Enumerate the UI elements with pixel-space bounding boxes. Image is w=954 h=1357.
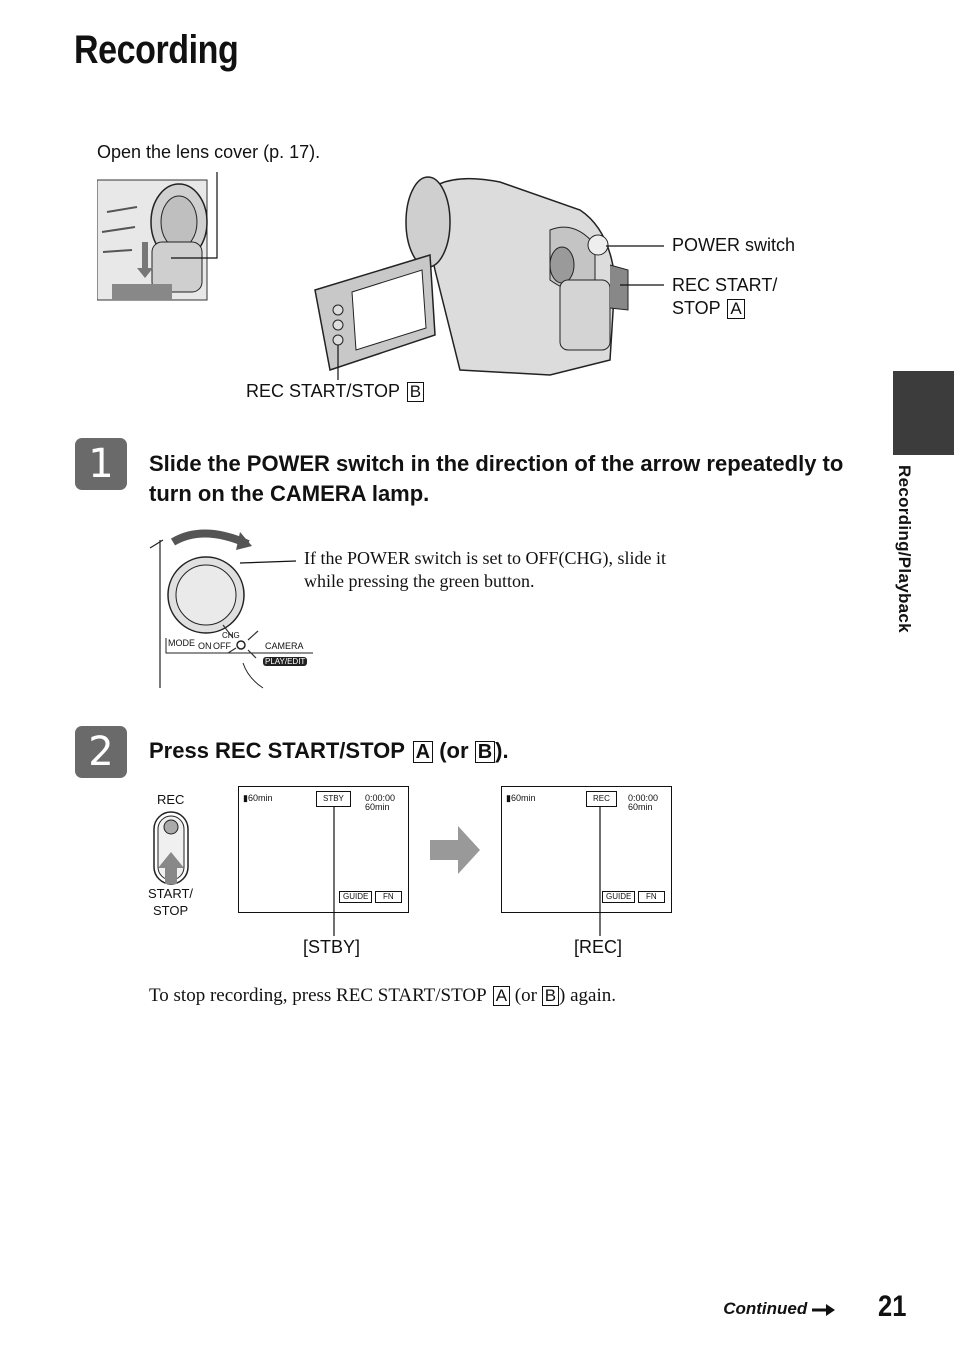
arrow-right-icon [812, 1303, 835, 1316]
callout-rec-start-stop-a-line2: STOP A [672, 298, 745, 319]
step-1-number: 1 [75, 438, 127, 490]
callout-rec-start-stop-a-line1: REC START/ [672, 275, 778, 295]
tape-remaining: 60min [365, 802, 390, 812]
callout-rec-start-stop-b: REC START/STOP B [246, 381, 425, 402]
guide-button[interactable]: GUIDE [602, 891, 636, 903]
fn-button[interactable]: FN [375, 891, 402, 903]
power-note-line1: If the POWER switch is set to OFF(CHG), … [304, 548, 666, 568]
dial-label-on: ON [198, 641, 212, 651]
lcd-screen-recording: ▮60min REC 0:00:00 60min GUIDE FN [501, 786, 672, 913]
dial-label-play-edit: PLAY/EDIT [263, 657, 308, 666]
rec-button-label-bottom-line1: START/ [148, 886, 194, 901]
status-indicator: STBY [316, 791, 351, 807]
step-1-text: Slide the POWER switch in the direction … [149, 451, 844, 506]
section-tab-label: Recording/Playback [895, 465, 914, 633]
arrow-right-icon [430, 826, 480, 874]
rec-button-icon [153, 811, 189, 885]
page-number: 21 [877, 1290, 906, 1323]
section-tab [893, 371, 954, 455]
continued-link[interactable]: Continued [723, 1299, 836, 1319]
tape-remaining: 60min [628, 802, 653, 812]
rec-button-label-bottom-line2: STOP [153, 903, 189, 918]
caption-recording: [REC] [574, 937, 623, 957]
lcd-screen-standby: ▮60min STBY 0:00:00 60min GUIDE FN [238, 786, 409, 913]
rec-button-label-top: REC [157, 792, 185, 807]
dial-label-camera: CAMERA [265, 641, 304, 651]
guide-button[interactable]: GUIDE [339, 891, 373, 903]
power-note-line2: while pressing the green button. [304, 571, 535, 591]
dial-label-mode: MODE [168, 638, 195, 648]
rec-callout-line [599, 806, 601, 936]
lens-cover-illustration [97, 172, 218, 301]
time-counter: 0:00:00 [365, 793, 396, 803]
stby-callout-line [333, 806, 335, 936]
page-title: Recording [74, 28, 239, 72]
status-indicator: REC [586, 791, 617, 807]
label-a-box: A [727, 299, 745, 319]
time-counter: 0:00:00 [628, 793, 659, 803]
label-b-box: B [406, 382, 425, 402]
fn-button[interactable]: FN [638, 891, 665, 903]
dial-label-chg: CHG [222, 631, 240, 640]
caption-standby: [STBY] [303, 937, 361, 957]
battery-remaining: ▮60min [506, 793, 536, 803]
dial-label-off: OFF [213, 641, 231, 651]
lens-cover-note: Open the lens cover (p. 17). [97, 142, 321, 162]
stop-recording-note: To stop recording, press REC START/STOP … [149, 985, 617, 1006]
power-dial-illustration [149, 529, 313, 689]
camcorder-illustration [314, 176, 664, 380]
step-2-number: 2 [75, 726, 127, 778]
stop-note-box-a: A [492, 986, 511, 1006]
step-2-box-a: A [412, 741, 434, 763]
battery-remaining: ▮60min [243, 793, 273, 803]
stop-note-box-b: B [541, 986, 560, 1006]
step-2-text: Press REC START/STOP A (or B). [149, 738, 509, 763]
callout-power-switch: POWER switch [672, 235, 796, 255]
step-2-box-b: B [474, 741, 496, 763]
